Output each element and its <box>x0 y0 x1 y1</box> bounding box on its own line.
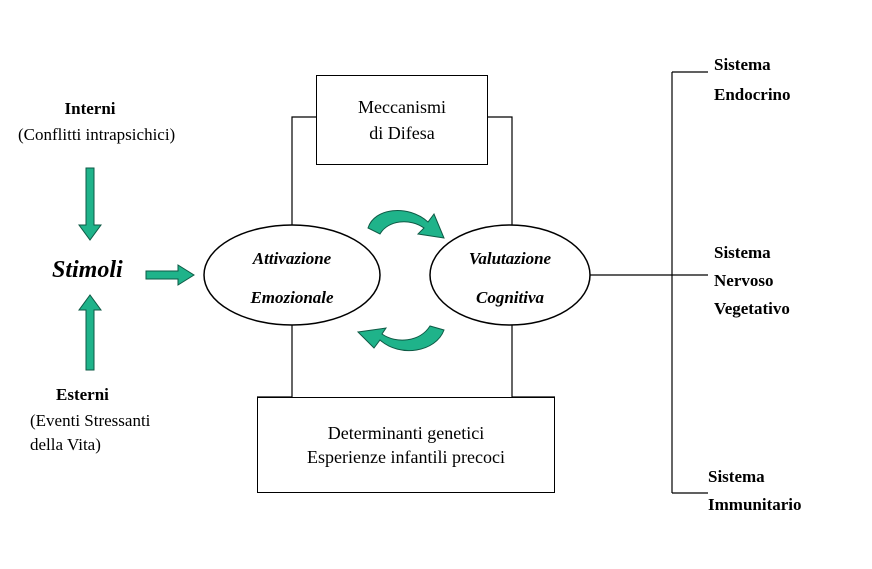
emotional-activation-line1: Attivazione <box>252 249 332 268</box>
defense-right-connector <box>488 116 513 225</box>
defense-mechanisms-box: Meccanismi di Difesa <box>316 75 488 165</box>
arrow-right-stimuli-icon <box>145 264 195 286</box>
defense-left-connector <box>291 116 316 225</box>
determinants-box-line2: Esperienze infantili precoci <box>307 447 505 467</box>
immune-system-line1: Sistema <box>708 467 765 486</box>
autonomic-system-line2: Nervoso <box>714 271 774 290</box>
defense-box-line1: Meccanismi <box>358 96 446 117</box>
external-stimuli-line2: della Vita) <box>30 435 101 454</box>
endocrine-system-line2: Endocrino <box>714 85 791 104</box>
autonomic-system-line1: Sistema <box>714 243 771 262</box>
cognitive-evaluation-ellipse <box>429 224 591 326</box>
cognitive-evaluation-text: Valutazione Cognitiva <box>436 248 584 308</box>
determinants-box: Determinanti genetici Esperienze infanti… <box>257 397 555 493</box>
determinants-box-line1: Determinanti genetici <box>327 422 485 443</box>
determinants-right-connector <box>511 325 555 398</box>
curved-arrow-bottom-icon <box>356 325 445 352</box>
emotional-activation-line2: Emozionale <box>250 287 334 307</box>
external-stimuli-title: Esterni <box>56 385 109 404</box>
arrow-up-external-icon <box>78 294 102 371</box>
endocrine-system-line1: Sistema <box>714 55 771 74</box>
emotional-activation-ellipse <box>203 224 381 326</box>
cognitive-evaluation-line2: Cognitiva <box>475 287 544 307</box>
defense-box-line2: di Difesa <box>369 123 435 143</box>
curved-arrow-top-icon <box>367 210 445 239</box>
arrow-down-internal-icon <box>78 167 102 241</box>
internal-stimuli-title: Interni <box>64 99 116 118</box>
internal-stimuli-desc: (Conflitti intrapsichici) <box>18 125 176 144</box>
emotional-activation-text: Attivazione Emozionale <box>212 248 372 308</box>
autonomic-system-line3: Vegetativo <box>714 299 790 318</box>
external-stimuli-line1: (Eventi Stressanti <box>30 411 151 430</box>
determinants-left-connector <box>257 325 293 398</box>
immune-system-line2: Immunitario <box>708 495 802 514</box>
stimuli-label: Stimoli <box>52 257 123 283</box>
cognitive-evaluation-line1: Valutazione <box>468 249 552 268</box>
